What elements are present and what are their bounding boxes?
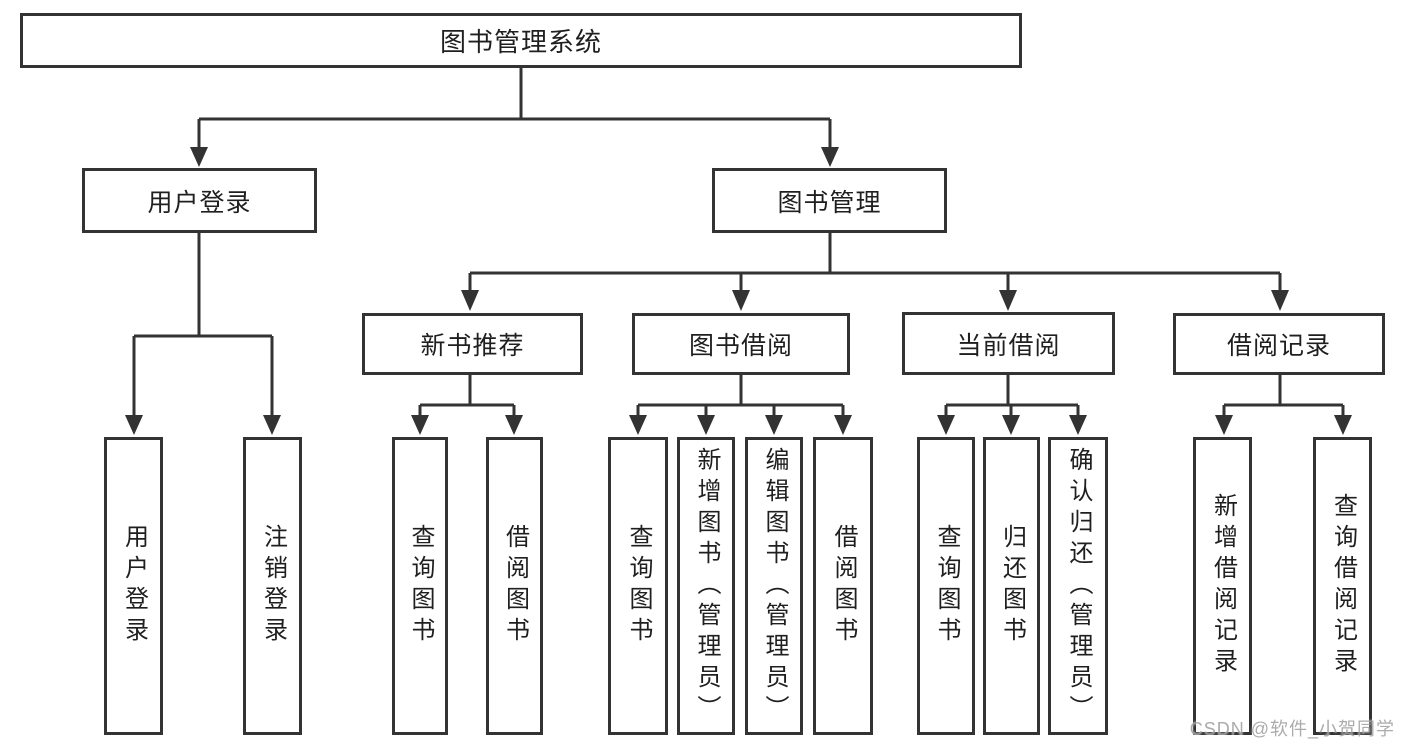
leaf-query-borrow-record: 查询借阅记录 (1313, 437, 1372, 735)
leaf-query-books-3: 查询图书 (917, 437, 975, 735)
leaf-label: 借阅图书 (830, 524, 857, 648)
node-book-borrow: 图书借阅 (632, 313, 850, 375)
leaf-label: 归还图书 (998, 524, 1026, 648)
node-root: 图书管理系统 (20, 13, 1022, 68)
leaf-query-books-1: 查询图书 (392, 437, 448, 735)
arrowheads (125, 147, 1352, 435)
leaf-borrow-books-2: 借阅图书 (813, 437, 873, 735)
leaf-add-borrow-record: 新增借阅记录 (1193, 437, 1252, 735)
node-current-borrow: 当前借阅 (902, 312, 1115, 375)
leaf-confirm-return-admin: 确认归还（管理员） (1048, 437, 1108, 735)
leaf-return-book: 归还图书 (983, 437, 1040, 735)
leaf-label: 新增图书（管理员） (693, 446, 720, 726)
leaf-logout: 注销登录 (243, 437, 302, 735)
leaf-label: 借阅图书 (501, 524, 529, 648)
leaf-label: 新增借阅记录 (1209, 493, 1237, 679)
leaf-query-books-2: 查询图书 (608, 437, 668, 735)
node-borrow-records: 借阅记录 (1173, 313, 1385, 375)
leaf-user-login: 用户登录 (104, 437, 163, 735)
leaf-add-book-admin: 新增图书（管理员） (677, 437, 735, 735)
leaf-label: 编辑图书（管理员） (761, 446, 788, 726)
csdn-watermark: CSDN @软件_小贺同学 (1189, 719, 1395, 739)
node-new-book-recommend: 新书推荐 (362, 313, 583, 375)
leaf-label: 查询借阅记录 (1329, 493, 1357, 679)
node-user-login: 用户登录 (82, 168, 317, 233)
leaf-label: 确认归还（管理员） (1065, 446, 1092, 726)
connector-path (132, 68, 1345, 418)
leaf-label: 查询图书 (933, 524, 960, 648)
leaf-label: 查询图书 (407, 524, 434, 648)
leaf-label: 用户登录 (120, 524, 148, 648)
node-book-management: 图书管理 (712, 168, 947, 233)
leaf-edit-book-admin: 编辑图书（管理员） (745, 437, 803, 735)
leaf-borrow-books-1: 借阅图书 (486, 437, 543, 735)
leaf-label: 查询图书 (625, 524, 652, 648)
leaf-label: 注销登录 (259, 524, 287, 648)
